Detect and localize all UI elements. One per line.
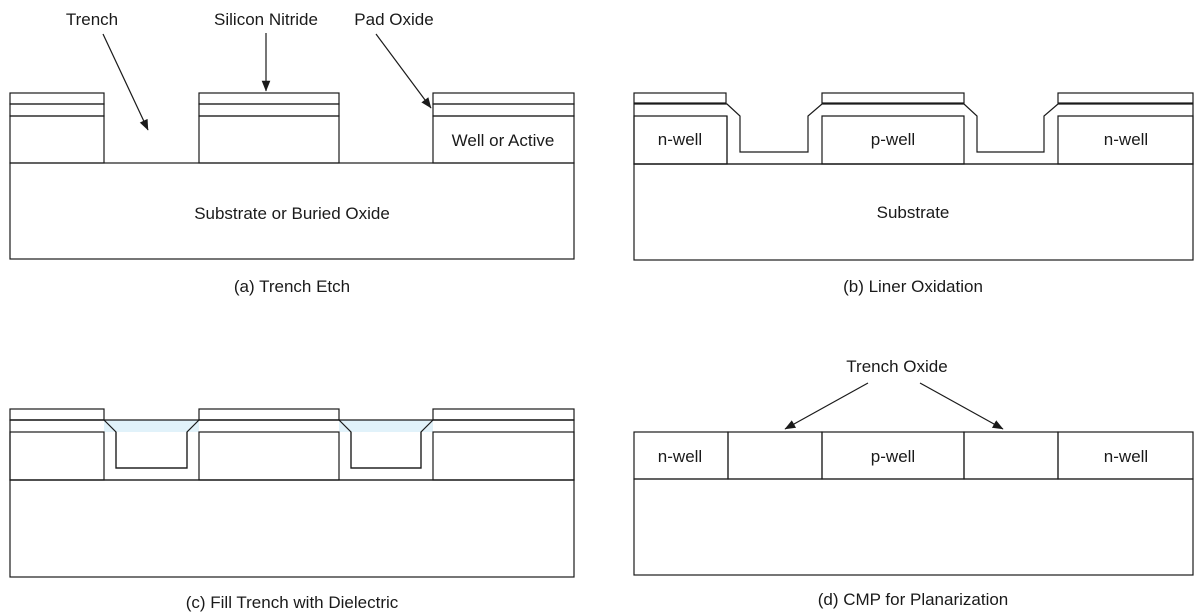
nitride-layer-center <box>198 408 340 421</box>
substrate-label: Substrate <box>877 203 950 222</box>
nitride-layer-center <box>198 92 340 105</box>
p-well-label: p-well <box>871 130 915 149</box>
panel-d-cmp-planarization: n-well p-well n-well Trench Oxide (d) CM… <box>633 357 1194 609</box>
trench-fill-left <box>104 420 199 432</box>
caption-a: (a) Trench Etch <box>234 277 350 296</box>
pad-oxide-layer-right <box>432 103 575 117</box>
n-well-label-left: n-well <box>658 130 702 149</box>
caption-d: (d) CMP for Planarization <box>818 590 1009 609</box>
panel-a-trench-etch: Well or Active Substrate or Buried Oxide… <box>9 10 575 296</box>
pad-oxide-layer-center <box>198 103 340 117</box>
pad-oxide-arrow <box>375 33 432 109</box>
dielectric-fill <box>9 419 575 481</box>
trench-oxide-block-right <box>963 431 1059 480</box>
trench-fill-right <box>339 420 433 432</box>
liner-right <box>338 419 434 469</box>
nitride-layer-left <box>9 408 105 421</box>
substrate-label: Substrate or Buried Oxide <box>194 204 390 223</box>
pad-oxide-label: Pad Oxide <box>354 10 433 29</box>
panel-b-liner-oxidation: n-well p-well n-well Substrate (b) Liner… <box>633 92 1194 296</box>
well-block-center <box>198 115 340 164</box>
nitride-layer-right <box>432 92 575 105</box>
trench-arrow <box>102 33 149 131</box>
n-well-block-right <box>1057 431 1194 480</box>
n-well-label-right: n-well <box>1104 447 1148 466</box>
panel-c-fill-trench: (c) Fill Trench with Dielectric <box>9 408 575 612</box>
caption-b: (b) Liner Oxidation <box>843 277 983 296</box>
nitride-layer-left <box>9 92 105 105</box>
caption-c: (c) Fill Trench with Dielectric <box>186 593 399 612</box>
nitride-layer-left <box>633 92 727 104</box>
well-block-center <box>198 431 340 481</box>
nitride-layer-right <box>432 408 575 421</box>
n-well-label-left: n-well <box>658 447 702 466</box>
trench-label: Trench <box>66 10 118 29</box>
p-well-label: p-well <box>871 447 915 466</box>
n-well-label-right: n-well <box>1104 130 1148 149</box>
substrate-block <box>633 478 1194 576</box>
trench-oxide-arrow-right <box>919 382 1004 430</box>
n-well-block-right <box>1057 115 1194 165</box>
pad-oxide-layer-left <box>9 103 105 117</box>
nitride-layer-right <box>1057 92 1194 104</box>
well-or-active-label: Well or Active <box>452 131 555 150</box>
p-well-block <box>821 115 965 165</box>
trench-oxide-arrow-left <box>784 382 869 430</box>
nitride-layer-center <box>821 92 965 104</box>
trench-oxide-label: Trench Oxide <box>846 357 947 376</box>
silicon-nitride-label: Silicon Nitride <box>214 10 318 29</box>
well-block-left <box>9 115 105 164</box>
liner-left <box>103 419 200 469</box>
trench-oxide-block-left <box>727 431 823 480</box>
well-block-right <box>432 431 575 481</box>
well-block-left <box>9 431 105 481</box>
substrate-block <box>9 479 575 578</box>
